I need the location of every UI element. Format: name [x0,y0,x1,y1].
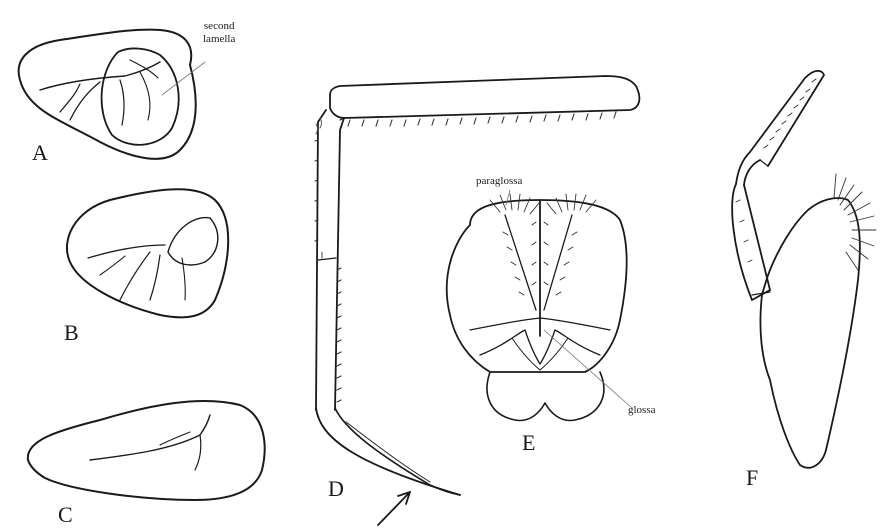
panel-d-leg [316,76,639,495]
panel-f-maxilla [732,71,860,468]
pointer-arrow [378,492,410,525]
panel-label-d: D [328,478,344,500]
annotation-second-lamella-line2: lamella [203,33,235,46]
glossa-leader [544,330,632,408]
annotation-second-lamella: second lamella [203,20,235,46]
panel-label-a: A [32,142,48,164]
annotation-glossa: glossa [628,405,656,416]
maxilla-setae [736,79,876,270]
panel-label-f: F [746,467,758,489]
paraglossa-setae [490,194,596,295]
panel-c-gill-plate [28,401,265,500]
paraglossa-leader [506,190,510,205]
panel-e-labium [447,200,627,421]
annotation-paraglossa: paraglossa [476,176,522,187]
panel-label-b: B [64,322,79,344]
panel-label-e: E [522,432,535,454]
annotation-second-lamella-line1: second [203,20,235,33]
panel-b-gill-plate [67,189,228,317]
leg-spines [315,112,616,402]
second-lamella-leader [162,62,205,95]
panel-label-c: C [58,504,73,526]
